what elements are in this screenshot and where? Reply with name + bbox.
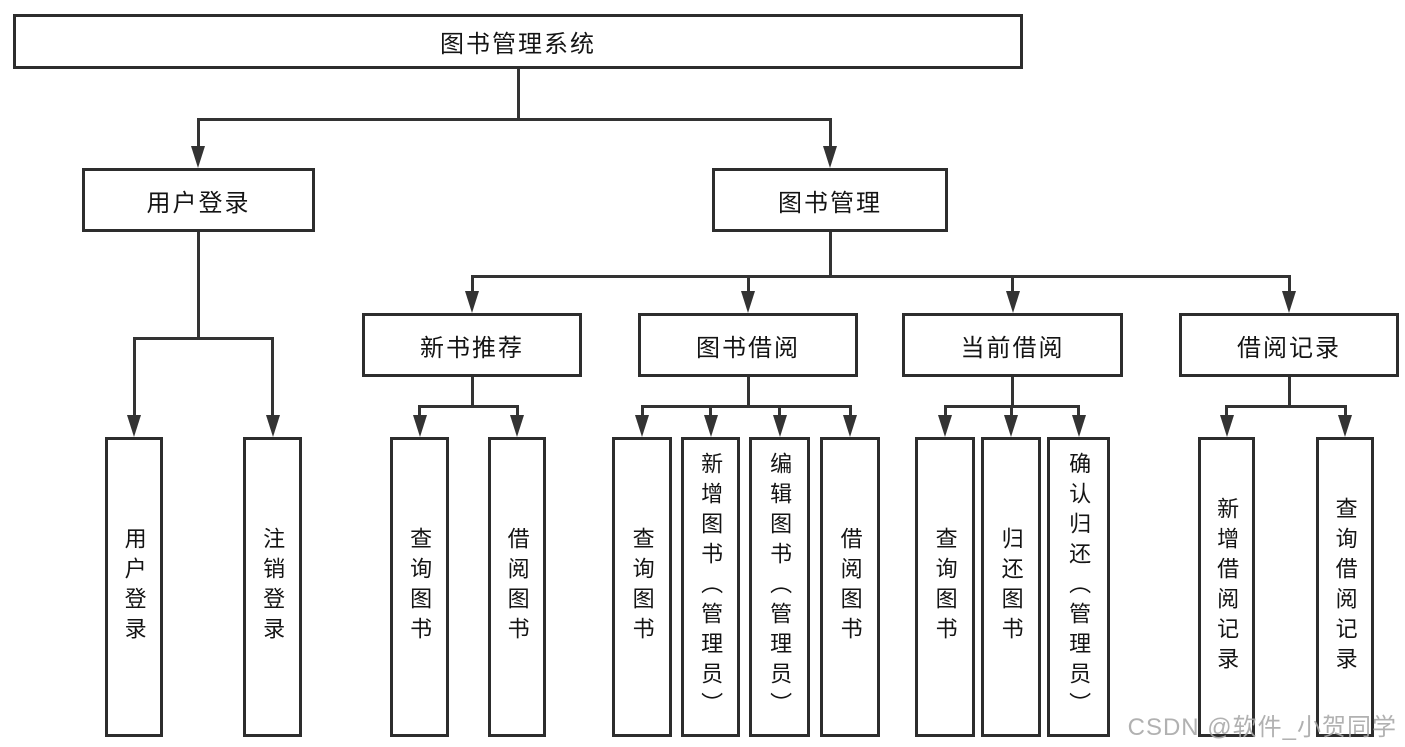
leaf-cb-confirm-return-admin: 确认归还（管理员） bbox=[1047, 437, 1110, 737]
node-current-borrowing: 当前借阅 bbox=[902, 313, 1123, 377]
arrow-down-icon bbox=[1004, 415, 1018, 437]
leaf-label: 借阅图书 bbox=[504, 527, 530, 647]
connector-br-vline bbox=[1287, 377, 1291, 408]
connector-bb-drop-2 bbox=[709, 405, 712, 419]
connector-bookmgmt-drop-2 bbox=[746, 275, 750, 293]
node-label: 图书管理 bbox=[778, 189, 882, 217]
leaf-cb-return-books: 归还图书 bbox=[981, 437, 1041, 737]
leaf-bb-edit-books-admin: 编辑图书（管理员） bbox=[749, 437, 810, 737]
connector-cb-vline bbox=[1011, 377, 1014, 408]
leaf-label: 新增图书（管理员） bbox=[698, 452, 724, 722]
connector-br-drop-2 bbox=[1343, 405, 1347, 419]
arrow-down-icon bbox=[823, 146, 837, 168]
connector-bb-drop-3 bbox=[778, 405, 781, 419]
node-book-borrowing: 图书借阅 bbox=[638, 313, 858, 377]
arrow-down-icon bbox=[1219, 415, 1234, 437]
leaf-bb-borrow-books: 借阅图书 bbox=[820, 437, 880, 737]
node-label: 借阅记录 bbox=[1237, 334, 1341, 362]
leaf-label: 编辑图书（管理员） bbox=[767, 452, 793, 722]
leaf-label: 确认归还（管理员） bbox=[1066, 452, 1092, 722]
connector-bb-vline bbox=[746, 377, 750, 408]
arrow-down-icon bbox=[412, 415, 427, 437]
connector-bb-drop-4 bbox=[848, 405, 852, 419]
connector-userlogin-drop-2 bbox=[271, 337, 274, 417]
leaf-label: 用户登录 bbox=[121, 527, 147, 647]
leaf-user-login: 用户登录 bbox=[105, 437, 163, 737]
arrow-down-icon bbox=[1005, 291, 1020, 313]
arrow-down-icon bbox=[772, 415, 787, 437]
node-borrowing-records: 借阅记录 bbox=[1179, 313, 1399, 377]
arrow-down-icon bbox=[635, 415, 649, 437]
connector-br-hline bbox=[1225, 405, 1347, 408]
connector-bookmgmt-drop-1 bbox=[470, 275, 474, 293]
node-label: 图书管理系统 bbox=[440, 31, 596, 58]
node-label: 新书推荐 bbox=[420, 334, 524, 362]
connector-bookmgmt-drop-4 bbox=[1287, 275, 1291, 293]
connector-cb-drop-2 bbox=[1009, 405, 1013, 419]
arrow-down-icon bbox=[1282, 291, 1296, 313]
connector-nbr-hline bbox=[418, 405, 519, 408]
leaf-nbr-query-books: 查询图书 bbox=[390, 437, 449, 737]
node-user-login: 用户登录 bbox=[82, 168, 315, 232]
connector-root-vline bbox=[516, 69, 520, 120]
leaf-label: 查询图书 bbox=[407, 527, 433, 647]
arrow-down-icon bbox=[127, 415, 141, 437]
leaf-label: 查询借阅记录 bbox=[1332, 497, 1358, 677]
connector-br-drop-1 bbox=[1225, 405, 1228, 419]
connector-bb-drop-1 bbox=[640, 405, 644, 419]
leaf-nbr-borrow-books: 借阅图书 bbox=[488, 437, 546, 737]
arrow-down-icon bbox=[938, 415, 952, 437]
node-new-book-recommend: 新书推荐 bbox=[362, 313, 582, 377]
node-label: 图书借阅 bbox=[696, 334, 800, 362]
leaf-br-query-record: 查询借阅记录 bbox=[1316, 437, 1374, 737]
arrow-down-icon bbox=[191, 146, 205, 168]
connector-bookmgmt-drop-3 bbox=[1011, 275, 1014, 293]
leaf-bb-query-books: 查询图书 bbox=[612, 437, 672, 737]
node-label: 当前借阅 bbox=[960, 334, 1065, 362]
connector-cb-drop-3 bbox=[1077, 405, 1080, 419]
node-book-management: 图书管理 bbox=[712, 168, 948, 232]
connector-bb-hline bbox=[640, 405, 852, 408]
connector-bookmgmt-vline bbox=[828, 232, 832, 278]
connector-userlogin-drop-1 bbox=[132, 337, 136, 417]
leaf-cb-query-books: 查询图书 bbox=[915, 437, 975, 737]
arrow-down-icon bbox=[265, 415, 280, 437]
connector-bookmgmt-hline bbox=[470, 275, 1291, 278]
connector-root-drop-left bbox=[196, 118, 200, 150]
node-book-management-system: 图书管理系统 bbox=[13, 14, 1023, 69]
leaf-label: 查询图书 bbox=[932, 527, 958, 647]
connector-nbr-drop-2 bbox=[515, 405, 519, 419]
leaf-label: 借阅图书 bbox=[837, 527, 863, 647]
leaf-bb-add-books-admin: 新增图书（管理员） bbox=[681, 437, 740, 737]
arrow-down-icon bbox=[510, 415, 524, 437]
arrow-down-icon bbox=[703, 415, 718, 437]
leaf-label: 查询图书 bbox=[629, 527, 655, 647]
arrow-down-icon bbox=[1071, 415, 1086, 437]
arrow-down-icon bbox=[741, 291, 755, 313]
arrow-down-icon bbox=[1338, 415, 1352, 437]
leaf-br-add-record: 新增借阅记录 bbox=[1198, 437, 1255, 737]
csdn-watermark: CSDN @软件_小贺同学 bbox=[1127, 714, 1397, 741]
leaf-logout: 注销登录 bbox=[243, 437, 302, 737]
leaf-label: 注销登录 bbox=[260, 527, 286, 647]
connector-root-drop-right bbox=[828, 118, 832, 150]
arrow-down-icon bbox=[843, 415, 857, 437]
leaf-label: 归还图书 bbox=[998, 527, 1024, 647]
connector-cb-drop-1 bbox=[943, 405, 947, 419]
connector-nbr-vline bbox=[470, 377, 474, 408]
node-label: 用户登录 bbox=[146, 189, 251, 217]
leaf-label: 新增借阅记录 bbox=[1214, 497, 1240, 677]
connector-userlogin-vline bbox=[196, 232, 200, 339]
connector-nbr-drop-1 bbox=[418, 405, 421, 419]
connector-userlogin-hline bbox=[132, 337, 274, 340]
arrow-down-icon bbox=[465, 291, 479, 313]
connector-root-hline bbox=[196, 118, 832, 121]
